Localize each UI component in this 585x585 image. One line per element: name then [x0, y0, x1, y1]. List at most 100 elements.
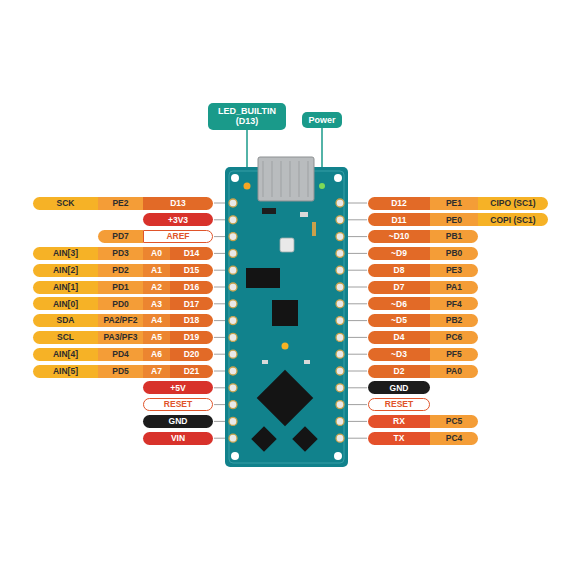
pin-pill: D7	[368, 281, 430, 294]
pin-pill: PD7	[98, 230, 143, 243]
pin-pill: TX	[368, 432, 430, 445]
leader-line	[346, 253, 367, 254]
pcb	[225, 167, 348, 467]
pin-label: AIN[2]	[53, 266, 78, 275]
header-pin	[336, 283, 344, 291]
pin-pill: ~D5	[368, 314, 430, 327]
header-pin	[336, 417, 344, 425]
component	[304, 360, 310, 364]
component	[282, 343, 289, 350]
mount-hole	[231, 452, 239, 460]
pin-pill: PD0	[98, 297, 143, 310]
header-pin	[229, 317, 237, 325]
pin-label: A1	[151, 266, 162, 275]
pin-label: A5	[151, 333, 162, 342]
pin-pill: A3	[143, 297, 170, 310]
header-pins	[229, 199, 344, 442]
pin-pill: D20	[170, 348, 213, 361]
mount-hole	[231, 174, 239, 182]
chip	[246, 268, 280, 288]
usb-ridge	[272, 161, 273, 197]
pin-label: PD7	[112, 232, 129, 241]
mount-hole	[334, 452, 342, 460]
usb-ridge	[290, 161, 291, 197]
pin-label: RESET	[164, 400, 192, 409]
pin-pill: D14	[170, 247, 213, 260]
pin-pill: SDA	[33, 314, 98, 327]
pin-label: PA3/PF3	[104, 333, 138, 342]
pin-label: AIN[5]	[53, 367, 78, 376]
header-pin	[336, 233, 344, 241]
pin-pill: ~D6	[368, 297, 430, 310]
pin-label: A6	[151, 350, 162, 359]
pin-pill: PB2	[430, 314, 478, 327]
microcontroller	[257, 370, 314, 427]
header-pin	[229, 249, 237, 257]
usb-ridge	[308, 161, 309, 197]
pin-label: D18	[184, 316, 200, 325]
leader-line	[346, 337, 367, 338]
pin-label: D13	[170, 199, 186, 208]
header-pin	[229, 283, 237, 291]
pcb-edge	[229, 171, 344, 463]
pin-label: TX	[394, 434, 405, 443]
component	[262, 360, 268, 364]
leader-line	[346, 287, 367, 288]
pin-label: PD3	[112, 249, 129, 258]
component	[262, 208, 276, 214]
leader-line	[346, 404, 367, 405]
pin-pill: PD3	[98, 247, 143, 260]
header-pin	[336, 216, 344, 224]
pin-label: ~D9	[391, 249, 407, 258]
pin-pill: D18	[170, 314, 213, 327]
header-pin	[336, 367, 344, 375]
pin-label: PD2	[112, 266, 129, 275]
pin-label: RX	[393, 417, 405, 426]
pin-pill: PB1	[430, 230, 478, 243]
pin-label: A4	[151, 316, 162, 325]
header-pin	[336, 266, 344, 274]
pin-label: PE0	[446, 216, 462, 225]
header-pin	[229, 401, 237, 409]
pin-label: ~D10	[389, 232, 410, 241]
pin-pill: A5	[143, 331, 170, 344]
pin-label: ~D5	[391, 316, 407, 325]
pin-label: PC5	[446, 417, 463, 426]
mount-hole	[334, 174, 342, 182]
pin-pill: PD4	[98, 348, 143, 361]
pin-label: +3V3	[168, 216, 188, 225]
pin-label: +5V	[170, 384, 185, 393]
pin-label: A7	[151, 367, 162, 376]
pin-pill: D12	[368, 197, 430, 210]
pin-pill: PE2	[98, 197, 143, 210]
pin-pill: ~D3	[368, 348, 430, 361]
usb-connector	[258, 157, 314, 201]
pin-label: PD0	[112, 300, 129, 309]
pin-label: PD1	[112, 283, 129, 292]
pin-pill: GND	[368, 381, 430, 394]
pin-label: D16	[184, 283, 200, 292]
pin-label: D19	[184, 333, 200, 342]
pin-label: PA2/PF2	[104, 316, 138, 325]
header-pin	[336, 317, 344, 325]
pin-label: COPI (SC1)	[490, 216, 535, 225]
pin-pill: AIN[1]	[33, 281, 98, 294]
pin-label: D11	[391, 216, 406, 225]
leader-line	[346, 270, 367, 271]
pin-pill: D19	[170, 331, 213, 344]
led-callout: LED_BUILTIN (D13)	[208, 103, 286, 130]
header-pin	[229, 384, 237, 392]
pin-pill: +3V3	[143, 213, 213, 226]
pin-label: A3	[151, 300, 162, 309]
pin-pill: PD5	[98, 365, 143, 378]
pin-label: VIN	[171, 434, 185, 443]
pin-pill: A1	[143, 264, 170, 277]
pin-label: D20	[184, 350, 200, 359]
leader-line	[346, 371, 367, 372]
pin-label: D21	[184, 367, 200, 376]
pin-pill: PF4	[430, 297, 478, 310]
pin-pill: PB0	[430, 247, 478, 260]
pin-pill: D4	[368, 331, 430, 344]
pin-label: PF4	[446, 300, 462, 309]
leader-line	[346, 236, 367, 237]
